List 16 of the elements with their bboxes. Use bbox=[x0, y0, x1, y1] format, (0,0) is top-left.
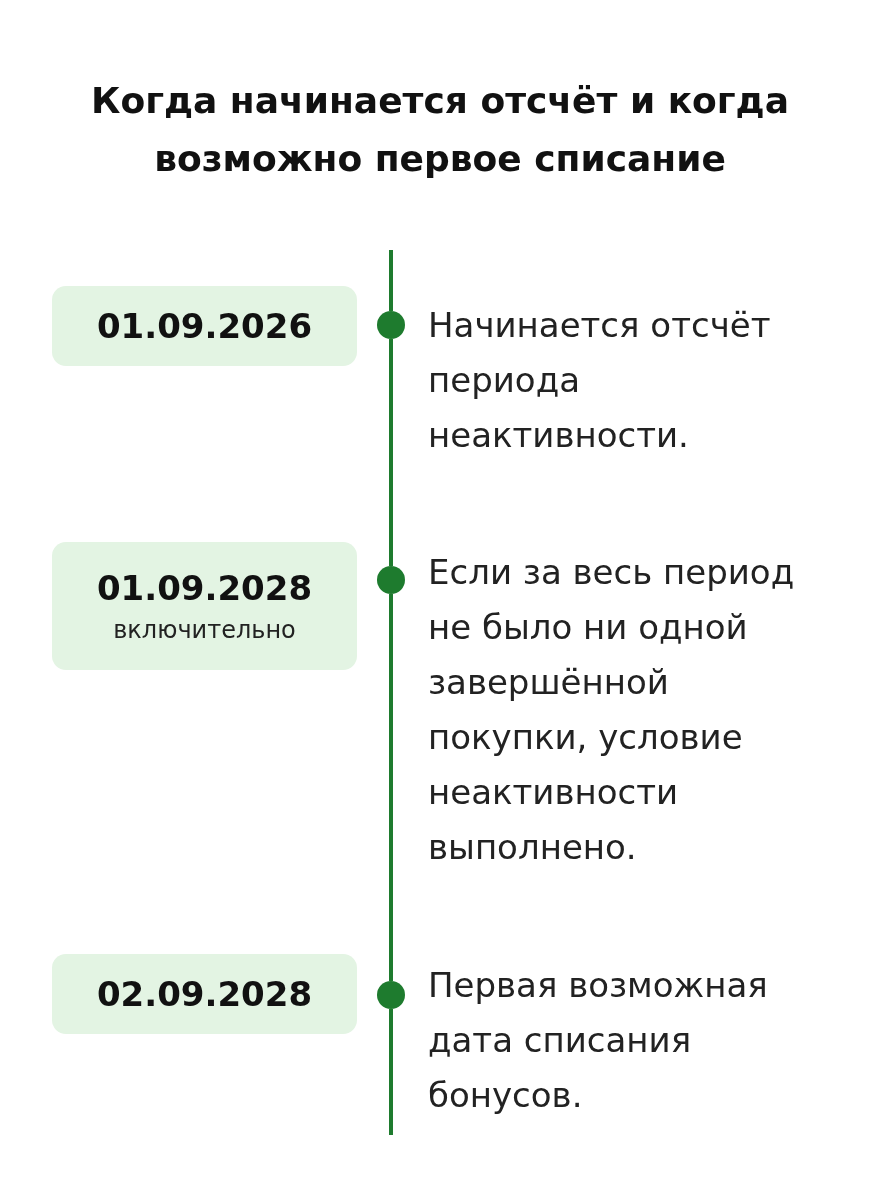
timeline-dot bbox=[377, 311, 405, 339]
date-text: 01.09.2028 bbox=[96, 568, 313, 608]
date-text: 02.09.2028 bbox=[96, 974, 313, 1014]
event-description: Начинается отсчёт периода неактивности. bbox=[428, 304, 772, 457]
date-text: 01.09.2026 bbox=[96, 306, 313, 346]
date-box bbox=[52, 542, 357, 670]
date-box bbox=[52, 286, 357, 366]
title: Когда начинается отсчёт и когда возможно первое списание bbox=[90, 79, 790, 181]
timeline-dot bbox=[377, 981, 405, 1009]
timeline-line bbox=[389, 594, 393, 981]
event-description: Первая возможная дата списания бонусов. bbox=[428, 964, 769, 1117]
date-box bbox=[52, 954, 357, 1034]
timeline-line bbox=[389, 339, 393, 566]
date-note: включительно bbox=[113, 616, 296, 644]
timeline-dot bbox=[377, 566, 405, 594]
event-description: Если за весь период не было ни одной завершённой покупки, условие неактивности выполнено. bbox=[428, 551, 796, 869]
